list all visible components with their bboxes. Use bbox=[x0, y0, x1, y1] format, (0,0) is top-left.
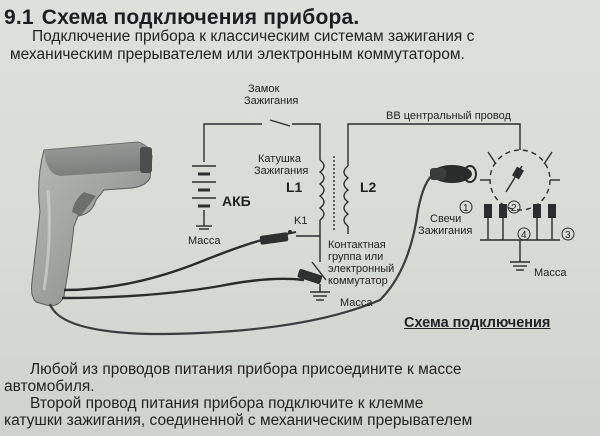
cylinder-number-3: 3 bbox=[565, 230, 571, 241]
label-contact-2: группа или bbox=[328, 251, 383, 263]
label-coil-1: Катушка bbox=[258, 153, 302, 165]
intro-line-2: механическим прерывателем или электронны… bbox=[10, 46, 465, 63]
section-title: Схема подключения прибора. bbox=[41, 6, 360, 29]
strobe-gun-image bbox=[31, 141, 153, 307]
spark-plug-icons bbox=[484, 166, 556, 218]
label-l2: L2 bbox=[360, 179, 377, 195]
cylinder-number-1: 1 bbox=[463, 203, 469, 214]
para1-line-2: автомобиля. bbox=[4, 378, 95, 395]
instructions-text: Любой из проводов питания прибора присое… bbox=[4, 361, 598, 429]
label-contact-3: электронный bbox=[328, 263, 394, 275]
circuit-lines bbox=[192, 119, 560, 301]
label-coil-2: Зажигания bbox=[254, 165, 308, 177]
para2-line-1: Второй провод питания прибора подключите… bbox=[30, 395, 424, 412]
intro-line-1: Подключение прибора к классическим систе… bbox=[32, 28, 475, 45]
power-cable-red bbox=[63, 238, 263, 292]
diagram-caption: Схема подключения bbox=[404, 315, 551, 331]
label-battery: АКБ bbox=[222, 193, 251, 209]
sensor-cable bbox=[48, 173, 435, 336]
inductive-clamp bbox=[430, 165, 477, 183]
power-cable-black bbox=[61, 277, 305, 300]
clip-ground bbox=[297, 269, 323, 284]
intro-paragraph: Подключение прибора к классическим систе… bbox=[10, 28, 595, 64]
label-ground-bottom: Масса bbox=[340, 297, 373, 309]
cylinder-number-2: 2 bbox=[511, 203, 517, 214]
cylinder-numbers: 1 2 3 4 bbox=[459, 200, 575, 241]
label-ignition-lock-2: Зажигания bbox=[244, 95, 298, 107]
label-ignition-lock-1: Замок bbox=[248, 83, 279, 95]
label-l1: L1 bbox=[286, 179, 303, 195]
label-k1: K1 bbox=[294, 215, 307, 227]
section-heading: 9.1 Схема подключения прибора. bbox=[4, 6, 359, 30]
label-plugs-2: Зажигания bbox=[418, 225, 472, 237]
label-hv-wire: ВВ центральный провод bbox=[386, 110, 511, 122]
k1-terminal bbox=[288, 230, 292, 234]
label-ground-left: Масса bbox=[188, 235, 221, 247]
para1-line-1: Любой из проводов питания прибора присое… bbox=[30, 361, 462, 378]
clip-k1 bbox=[259, 231, 297, 245]
label-contact-4: коммутатор bbox=[328, 275, 388, 287]
cylinder-number-4: 4 bbox=[521, 230, 527, 241]
para2-line-2: катушки зажигания, соединенной с механич… bbox=[4, 412, 473, 429]
label-ground-right: Масса bbox=[534, 267, 567, 279]
label-contact-1: Контактная bbox=[328, 239, 386, 251]
section-number: 9.1 bbox=[4, 6, 34, 29]
label-plugs-1: Свечи bbox=[430, 213, 461, 225]
